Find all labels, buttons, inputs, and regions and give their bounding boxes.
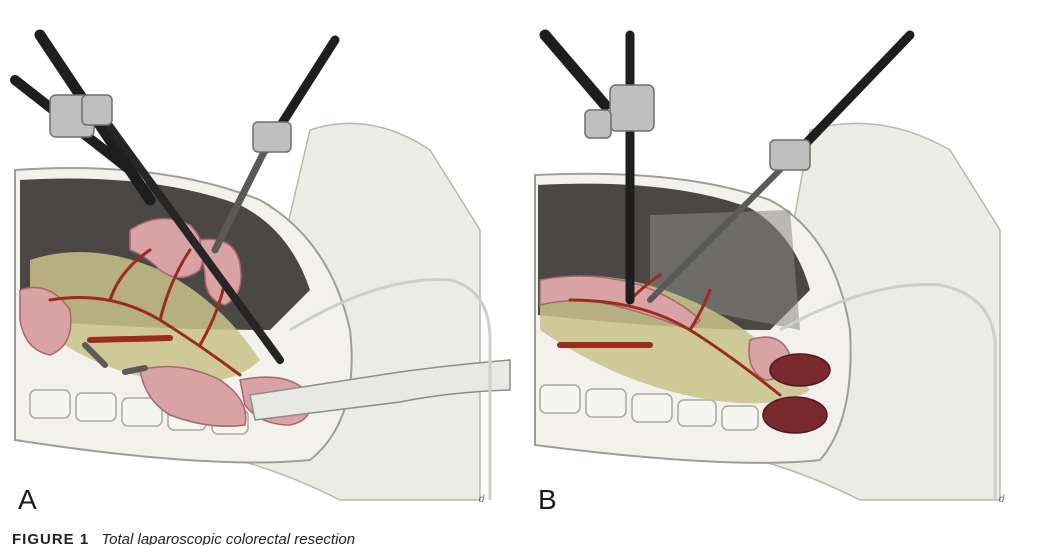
rectal-stump: [762, 353, 831, 434]
illustration-panel-a: A d: [10, 0, 515, 520]
trocars: [49, 94, 292, 153]
laparoscopic-instruments: [539, 29, 915, 305]
panel-label-a: A: [18, 484, 37, 515]
spine: [539, 384, 759, 431]
illustration-panel-b: B d: [530, 0, 1035, 520]
panel-label-b: B: [538, 484, 557, 515]
trocars: [584, 84, 811, 171]
blood-vessels: [557, 273, 782, 397]
caption-text: Total laparoscopic colorectal resection: [101, 531, 356, 545]
caption-label: FIGURE 1: [12, 531, 90, 545]
transanal-stapler: [249, 359, 511, 421]
mesentery: [540, 275, 810, 404]
surgical-illustration-b: [534, 29, 1001, 501]
catheter-tube: [289, 278, 492, 500]
blood-vessels: [48, 248, 242, 377]
figure-caption: FIGURE 1 Total laparoscopic colorectal r…: [12, 528, 1042, 545]
surgical-illustration-a: [10, 29, 511, 501]
artist-signature-a: d: [478, 494, 485, 505]
artist-signature-b: d: [998, 494, 1005, 505]
catheter-tube: [779, 283, 997, 500]
